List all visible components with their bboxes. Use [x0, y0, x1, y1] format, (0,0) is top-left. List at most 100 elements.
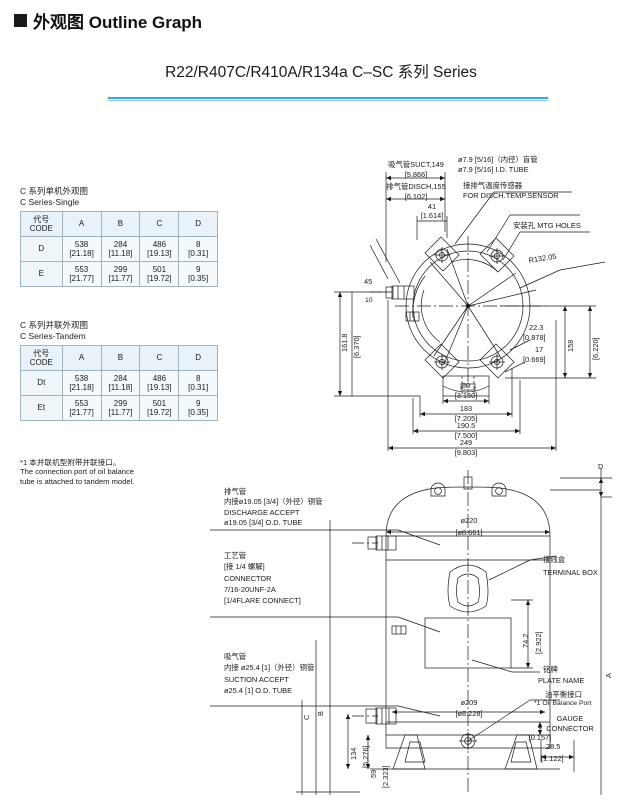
series-divider-line-thick	[108, 97, 548, 99]
label-letter-a: A	[604, 673, 613, 678]
label-dim-59: 59	[369, 769, 378, 778]
table-header-row: 代号 CODE A B C D	[20, 345, 218, 371]
label-dim-17-inch: [0.669]	[523, 355, 546, 364]
label-disch-inch: [6.102]	[404, 192, 428, 201]
cell-d: 9 [0.35]	[178, 395, 218, 421]
cell-b: 284 [11.18]	[100, 370, 141, 396]
label-connector-en1: CONNECTOR	[224, 574, 272, 583]
label-terminal-box-en: TERMINAL BOX	[543, 568, 598, 577]
cell-code: E	[20, 261, 63, 287]
cell-c: 486 [19.13]	[139, 370, 180, 396]
label-discharge-cn1: 排气管	[224, 487, 247, 496]
cell-b: 299 [11.77]	[100, 261, 141, 287]
col-header-code: 代号 CODE	[20, 211, 63, 237]
label-id-tube-en: ø7.9 [5/16] I.D. TUBE	[458, 165, 529, 174]
table-tandem-caption: C 系列并联外观图 C Series-Tandem	[20, 320, 88, 341]
label-dim-161-8: 161.8	[340, 333, 349, 353]
label-letter-b: B	[316, 711, 325, 716]
label-dim-161-8-inch: [6.370]	[352, 335, 361, 358]
label-disch: 排气管DISCH,155	[386, 182, 446, 191]
label-suct-inch: [5.866]	[404, 170, 428, 179]
label-suction-en2: ø25.4 [1] O.D. TUBE	[224, 686, 293, 695]
cell-b: 299 [11.77]	[100, 395, 141, 421]
label-suct: 吸气管SUCT,149	[388, 160, 444, 169]
label-dim-22-3-inch: [0.878]	[523, 333, 546, 342]
label-dim-74-2-inch: [2.922]	[534, 631, 543, 654]
label-dia-220-inch: [ø8.661]	[455, 528, 483, 537]
label-dim-41: 41	[427, 202, 437, 211]
label-connector-en2: 7/16-20UNF-2A	[224, 585, 276, 594]
top-view-body	[395, 236, 545, 392]
label-oil-port-cn: 油平衡接口	[545, 690, 582, 699]
label-suction-en1: SUCTION ACCEPT	[224, 675, 289, 684]
label-gauge-en2: CONNECTOR	[546, 724, 594, 733]
table-single-caption: C 系列单机外观图 C Series-Single	[20, 186, 88, 207]
page-title: 外观图 Outline Graph	[33, 13, 203, 32]
cell-a: 553 [21.77]	[61, 261, 102, 287]
label-dim-134: 134	[349, 747, 358, 760]
cell-d: 8 [0.31]	[178, 370, 218, 396]
label-dim-158-inch: [6.220]	[591, 337, 600, 360]
label-mtg-holes: 安装孔 MTG HOLES	[513, 221, 581, 230]
table-tandem-caption-en: C Series-Tandem	[20, 330, 86, 341]
cell-c: 501 [19.72]	[139, 395, 180, 421]
cell-b: 284 [11.18]	[100, 236, 141, 262]
top-view-mounting-feet	[424, 236, 515, 379]
label-oil-port-en: *1 Oil Balance Port	[534, 700, 592, 707]
top-view-callout-leaders	[454, 191, 606, 289]
label-dia-209-inch: [ø8.228]	[455, 709, 483, 718]
label-letter-d: D	[598, 462, 604, 471]
cell-code: Et	[20, 395, 63, 421]
label-dim-59-inch: [2.323]	[381, 765, 390, 788]
label-discharge-en1: DISCHARGE ACCEPT	[224, 508, 300, 517]
label-discharge-en2: ø19.05 [3/4] O.D. TUBE	[224, 518, 303, 527]
col-header-b: B	[100, 345, 141, 371]
label-terminal-box-cn: 接线盒	[543, 555, 566, 564]
table-row: D 538 [21.18] 284 [11.18] 486 [19.13] 8 …	[20, 236, 218, 262]
label-dim-80-inch: [3.150]	[454, 391, 478, 400]
label-dim-190-5-inch: [7.500]	[454, 431, 478, 440]
col-header-c: C	[139, 345, 180, 371]
label-dim-80: 80	[461, 381, 471, 390]
cell-a: 538 [21.18]	[61, 370, 102, 396]
label-dim-28-5: 28.5	[546, 742, 561, 751]
note-line-cn: *1 本并联机型附带并联接口。	[20, 458, 121, 467]
label-suction-cn2: 内接 ø25.4 [1]（外径）铜管	[224, 663, 315, 672]
label-connector-cn1: 工艺管	[224, 551, 247, 560]
series-divider	[108, 97, 548, 102]
cell-a: 538 [21.18]	[61, 236, 102, 262]
cell-d: 8 [0.31]	[178, 236, 218, 262]
oil-balance-note: *1 本并联机型附带并联接口。 The connection port of o…	[20, 458, 134, 486]
table-row: Dt 538 [21.18] 284 [11.18] 486 [19.13] 8…	[20, 370, 218, 396]
label-dim-17: 17	[535, 345, 544, 354]
label-dia-209: ø209	[460, 698, 478, 707]
top-view-ports	[369, 238, 420, 322]
label-dim-28-5-inch: [1.122]	[541, 754, 564, 763]
label-angle-45: 45	[364, 277, 373, 286]
col-header-c: C	[139, 211, 180, 237]
label-dim-74-2: 74.2	[521, 633, 530, 648]
note-line-en-1: The connection port of oil balance	[20, 467, 134, 477]
col-header-b: B	[100, 211, 141, 237]
label-letter-c: C	[302, 714, 311, 720]
label-sensor-en: FOR DISCH.TEMP.SENSOR	[463, 191, 559, 200]
label-dim-190-5: 190.5	[456, 421, 476, 430]
label-dim-249: 249	[459, 438, 473, 447]
label-dim-4: 4	[537, 722, 543, 731]
dimension-table-tandem: 代号 CODE A B C D Dt 538 [21.18] 284 [11.1…	[20, 345, 218, 421]
table-row: E 553 [21.77] 299 [11.77] 501 [19.72] 9 …	[20, 261, 218, 287]
cell-code: D	[20, 236, 63, 262]
col-header-a: A	[61, 211, 102, 237]
table-header-row: 代号 CODE A B C D	[20, 211, 218, 237]
col-header-a: A	[61, 345, 102, 371]
series-divider-line-thin	[108, 100, 548, 101]
header-bullet-icon	[14, 14, 27, 27]
label-dim-134-inch: [5.276]	[361, 745, 370, 768]
page-header: 外观图 Outline Graph	[0, 0, 642, 46]
label-dim-158: 158	[566, 339, 575, 352]
label-plate-name-cn: 铭牌	[543, 665, 558, 674]
label-dim-22-3: 22.3	[529, 323, 544, 332]
col-header-code: 代号 CODE	[20, 345, 63, 371]
label-dim-4-inch: [0.157]	[528, 733, 552, 742]
table-tandem-caption-cn: C 系列并联外观图	[20, 320, 89, 330]
